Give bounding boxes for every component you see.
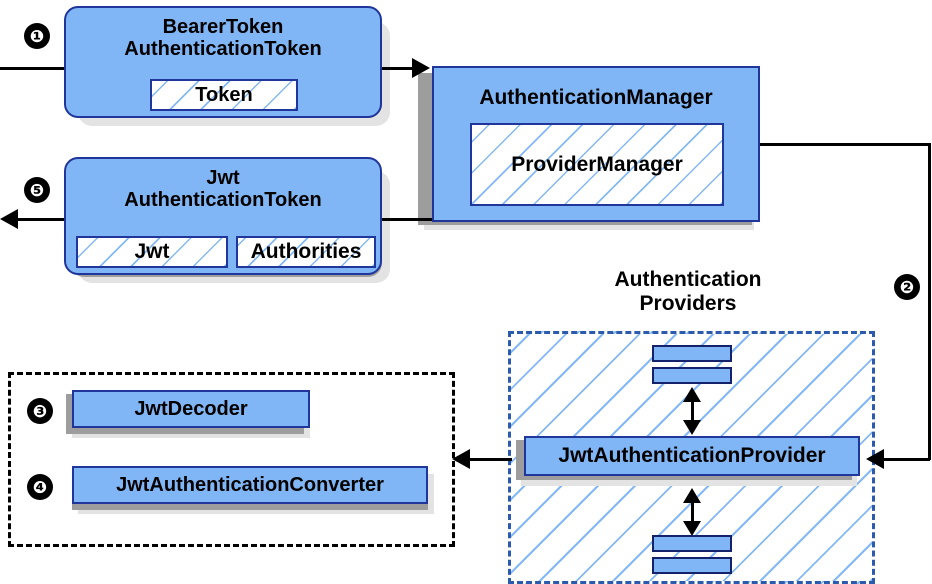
flow-line-response-out [14,218,72,221]
providers-caption-line2: Providers [639,291,737,315]
provider-bar-bottom-1 [652,535,732,552]
provider-bar-top-2 [652,367,732,384]
flow-line-manager-to-jwt-token [382,218,434,221]
inner-panel-authorities: Authorities [236,236,376,268]
arrowhead-bottom-up [683,488,701,503]
providers-caption-line1: Authentication [614,268,762,291]
provider-link-bottom [691,491,694,531]
bearer-token-title-line2: AuthenticationToken [124,38,322,61]
step-marker-5: ❺ [24,177,50,203]
node-jwt-authentication-provider[interactable]: JwtAuthenticationProvider [524,436,860,476]
provider-link-top [691,390,694,430]
bearer-token-title-line1: BearerToken [162,16,284,38]
inner-panel-provider-manager-label: ProviderManager [511,152,683,176]
arrowhead-into-provider [866,449,884,469]
auth-manager-title: AuthenticationManager [479,86,713,109]
inner-panel-jwt: Jwt [76,236,228,268]
provider-bar-top-1 [652,345,732,362]
inner-panel-token: Token [150,79,298,111]
step-marker-3: ❸ [27,398,53,424]
arrowhead-top-up [683,387,701,402]
step-marker-2: ❷ [894,274,920,300]
inner-panel-jwt-label: Jwt [134,240,170,263]
jwt-decoder-label: JwtDecoder [134,397,248,420]
node-jwt-authentication-converter[interactable]: JwtAuthenticationConverter [72,466,428,504]
flow-line-into-provider [882,458,930,461]
inner-panel-provider-manager: ProviderManager [470,123,724,206]
authentication-providers-caption: Authentication Providers [575,268,801,316]
flow-line-right-down [928,143,931,460]
flow-line-request-in [0,67,72,70]
node-jwt-decoder[interactable]: JwtDecoder [72,390,310,428]
flow-line-provider-to-support [468,458,512,461]
provider-bar-bottom-2 [652,557,732,574]
flow-line-token-to-manager [382,67,426,70]
arrowhead-top-down [683,420,701,435]
arrowhead-provider-to-support [452,449,470,469]
flow-line-manager-right [758,143,930,146]
arrowhead-token-to-manager [412,58,430,78]
step-marker-4: ❹ [27,474,53,500]
jwt-token-title-line2: AuthenticationToken [124,189,322,212]
arrowhead-bottom-down [683,521,701,536]
arrowhead-response-out [0,209,18,229]
jwt-token-title-line1: Jwt [206,167,240,189]
step-marker-1: ❶ [24,23,50,49]
inner-panel-authorities-label: Authorities [250,240,362,263]
jwt-provider-label: JwtAuthenticationProvider [558,444,826,468]
jwt-converter-label: JwtAuthenticationConverter [116,473,384,496]
inner-panel-token-label: Token [195,83,253,106]
